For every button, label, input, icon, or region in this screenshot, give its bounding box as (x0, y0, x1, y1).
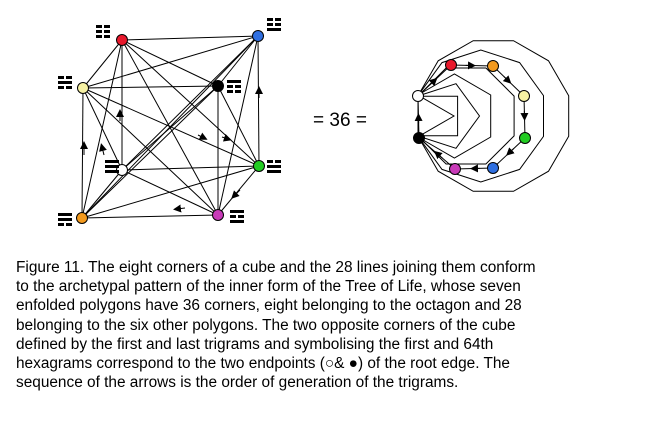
cube-edge (121, 35, 259, 41)
cube-edge (257, 35, 260, 167)
trigram-symbols (58, 18, 281, 226)
caption-line: belonging to the six other polygons. The… (16, 316, 516, 334)
cube-edge (81, 214, 219, 219)
trigram-icon (58, 76, 72, 89)
red-corner-node (116, 34, 128, 46)
trigram-icon (267, 18, 281, 31)
cube-connecting-lines (81, 35, 260, 219)
inner-tree-of-life-diagram (412, 40, 570, 192)
cube-diagram (58, 18, 281, 226)
trigram-icon (267, 160, 281, 173)
red-octagon-node (445, 59, 457, 71)
cube-edge (121, 39, 219, 87)
cube-edge (81, 87, 84, 219)
cube-edge (121, 35, 259, 171)
enfolded-polygon (417, 95, 459, 137)
cube-edge (81, 169, 123, 219)
white-octagon-node (412, 90, 424, 102)
cube-edge (81, 165, 260, 219)
equation-label: = 36 = (313, 110, 367, 131)
arrowhead (506, 147, 515, 156)
arrowhead (173, 204, 186, 213)
trigram-icon (227, 80, 241, 93)
caption-line: enfolded polygons have 36 corners, eight… (16, 297, 522, 315)
cube-edge (121, 165, 260, 171)
trigram-icon (96, 25, 110, 38)
arrowhead (221, 133, 232, 142)
enfolded-polygon (417, 83, 481, 149)
caption-line: hexagrams correspond to the two endpoint… (16, 355, 510, 373)
magenta-octagon-node (449, 163, 461, 175)
octagon-edges (414, 61, 529, 173)
orange-octagon-node (487, 60, 499, 72)
magenta-corner-node (212, 209, 224, 221)
cube-edge (82, 35, 259, 89)
blue-corner-node (252, 30, 264, 42)
caption-line: defined by the first and last trigrams a… (16, 335, 494, 353)
caption-line: sequence of the arrows is the order of g… (16, 374, 459, 392)
orange-corner-node (76, 212, 88, 224)
cube-direction-arrows (80, 86, 263, 213)
cube-edge (217, 35, 259, 87)
cube-tree-of-life-figure: = 36 = (58, 18, 570, 226)
cube-edge (121, 85, 219, 171)
black-octagon-node (413, 132, 425, 144)
cube-edge (217, 85, 260, 167)
blue-octagon-node (487, 162, 499, 174)
trigram-icon (105, 160, 119, 173)
trigram-icon (230, 210, 244, 223)
yellow-octagon-node (518, 90, 530, 102)
caption-line: Figure 11. The eight corners of a cube a… (16, 259, 536, 276)
cube-edge (82, 39, 123, 89)
arrowhead (428, 77, 438, 87)
trigram-icon (58, 213, 72, 226)
black-corner-node (212, 80, 224, 92)
enfolded-polygon (417, 40, 570, 192)
yellow-corner-node (77, 82, 89, 94)
cube-edge (82, 87, 123, 171)
caption-line: to the archetypal pattern of the inner f… (16, 278, 521, 296)
green-octagon-node (519, 132, 531, 144)
arrowhead (502, 75, 512, 84)
arrowhead (231, 189, 241, 199)
octagon-corner-nodes (412, 59, 531, 175)
arrowhead (99, 143, 107, 156)
arrowhead (197, 132, 208, 140)
figure-caption: Figure 11. The eight corners of a cube a… (16, 258, 664, 392)
enfolded-polygon (417, 94, 455, 138)
cube-edge (217, 165, 260, 216)
arrowhead (433, 150, 443, 160)
green-corner-node (253, 160, 265, 172)
cube-edge (81, 85, 219, 219)
cube-edge (82, 85, 219, 89)
